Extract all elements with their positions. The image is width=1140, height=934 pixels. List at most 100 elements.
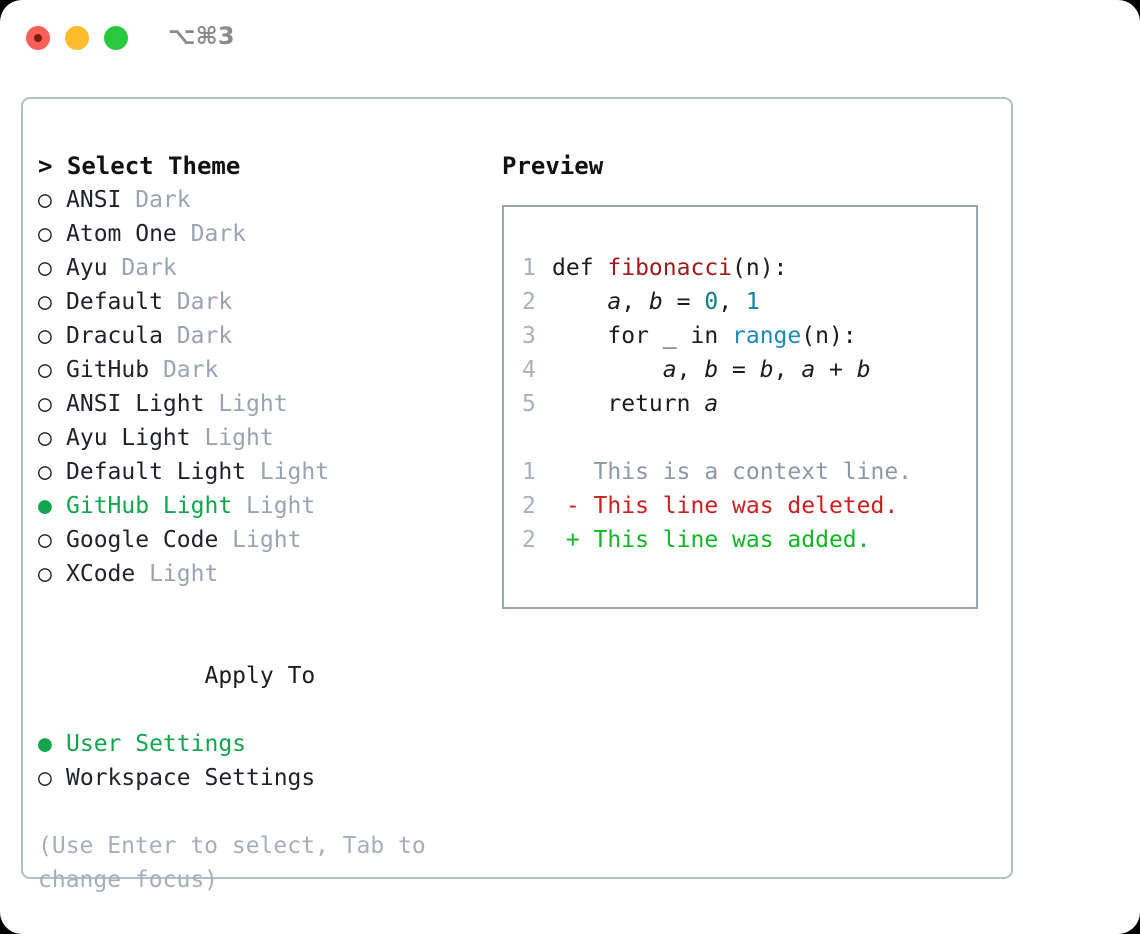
code-line-number: 2 bbox=[522, 289, 536, 315]
code-token: return bbox=[552, 391, 705, 417]
code-token: , bbox=[718, 289, 746, 315]
radio-selected-icon: ● bbox=[38, 731, 52, 757]
theme-variant-label: Light bbox=[135, 561, 219, 587]
theme-variant-label: Dark bbox=[149, 357, 219, 383]
theme-list-item[interactable]: ○ XCode Light bbox=[38, 557, 478, 591]
close-button-icon[interactable] bbox=[26, 26, 50, 50]
radio-unselected-icon: ○ bbox=[38, 561, 52, 587]
code-token: a bbox=[607, 289, 622, 315]
radio-unselected-icon: ○ bbox=[38, 527, 52, 553]
radio-selected-icon: ● bbox=[38, 493, 52, 519]
radio-unselected-icon: ○ bbox=[38, 221, 52, 247]
theme-name: ANSI bbox=[66, 187, 122, 213]
code-token: (n): bbox=[801, 323, 857, 349]
theme-list-item[interactable]: ○ ANSI Light Light bbox=[38, 387, 478, 421]
radio-unselected-icon: ○ bbox=[38, 357, 52, 383]
theme-list-item[interactable]: ○ GitHub Dark bbox=[38, 353, 478, 387]
theme-name: Atom One bbox=[66, 221, 177, 247]
keyboard-hint-text: (Use Enter to select, Tab to change focu… bbox=[38, 833, 440, 893]
apply-to-option[interactable]: ○Workspace Settings bbox=[38, 761, 478, 795]
code-token: (n): bbox=[732, 255, 788, 281]
diff-line-number: 2 bbox=[522, 493, 536, 519]
code-line: 4 a, b = b, a + b bbox=[522, 353, 976, 387]
theme-variant-label: Dark bbox=[176, 221, 247, 247]
theme-list-item[interactable]: ○ Dracula Dark bbox=[38, 319, 478, 353]
theme-variant-label: Light bbox=[246, 459, 330, 485]
diff-line: 2 + This line was added. bbox=[522, 523, 976, 557]
theme-variant-label: Dark bbox=[121, 187, 191, 213]
radio-unselected-icon: ○ bbox=[38, 323, 52, 349]
theme-name: XCode bbox=[66, 561, 136, 587]
theme-variant-label: Light bbox=[204, 391, 288, 417]
preview-title: Preview bbox=[502, 152, 604, 180]
diff-line-number: 1 bbox=[522, 459, 536, 485]
code-token: a bbox=[704, 391, 719, 417]
radio-unselected-icon: ○ bbox=[38, 255, 52, 281]
code-line-number: 4 bbox=[522, 357, 536, 383]
theme-list-item[interactable]: ○ Default Light Light bbox=[38, 455, 478, 489]
window-controls bbox=[26, 26, 128, 50]
minimize-button-icon[interactable] bbox=[65, 26, 89, 50]
theme-variant-label: Light bbox=[190, 425, 274, 451]
theme-variant-label: Light bbox=[218, 527, 302, 553]
keyboard-shortcut-label: ⌥⌘3 bbox=[168, 22, 235, 50]
theme-list-item[interactable]: ○Default Dark bbox=[38, 285, 478, 319]
theme-list-item[interactable]: ● GitHub Light Light bbox=[38, 489, 478, 523]
code-token: + bbox=[815, 357, 857, 383]
theme-list[interactable]: ○ANSI Dark○Atom One Dark○Ayu Dark○Defaul… bbox=[38, 183, 478, 591]
theme-name: Google Code bbox=[66, 527, 219, 553]
code-token: def bbox=[552, 255, 608, 281]
select-theme-prompt: > Select Theme bbox=[38, 152, 241, 180]
diff-line: 1 This is a context line. bbox=[522, 455, 976, 489]
apply-to-list[interactable]: ●User Settings○Workspace Settings bbox=[38, 727, 478, 795]
code-line: 2 a, b = 0, 1 bbox=[522, 285, 976, 319]
code-token: b bbox=[759, 357, 774, 383]
diff-line-text: - This line was deleted. bbox=[552, 493, 899, 519]
theme-list-item[interactable]: ○Ayu Light Light bbox=[38, 421, 478, 455]
code-token: b bbox=[856, 357, 871, 383]
code-token bbox=[552, 357, 663, 383]
theme-list-item[interactable]: ○ Google Code Light bbox=[38, 523, 478, 557]
theme-list-item[interactable]: ○ ANSI Dark bbox=[38, 183, 478, 217]
code-diff-separator bbox=[522, 421, 976, 455]
code-token: = bbox=[718, 357, 760, 383]
apply-to-heading-indent bbox=[176, 659, 204, 693]
code-token: a bbox=[801, 357, 816, 383]
code-line: 3 for _ in range(n): bbox=[522, 319, 976, 353]
theme-name: Ayu bbox=[66, 255, 108, 281]
apply-to-heading: Apply To bbox=[38, 625, 478, 727]
theme-variant-label: Dark bbox=[162, 323, 233, 349]
theme-list-item[interactable]: ○Ayu Dark bbox=[38, 251, 478, 285]
theme-name: GitHub Light bbox=[66, 493, 233, 519]
theme-name: Dracula bbox=[66, 323, 163, 349]
theme-list-item[interactable]: ○ Atom One Dark bbox=[38, 217, 478, 251]
radio-unselected-icon: ○ bbox=[38, 187, 52, 213]
theme-variant-label: Dark bbox=[162, 289, 233, 315]
theme-name: GitHub bbox=[66, 357, 150, 383]
radio-unselected-icon: ○ bbox=[38, 391, 52, 417]
code-token: 0 bbox=[704, 289, 719, 315]
list-spacer bbox=[38, 591, 478, 625]
theme-name: Default Light bbox=[66, 459, 247, 485]
theme-variant-label: Light bbox=[232, 493, 316, 519]
code-token: , bbox=[621, 289, 649, 315]
code-line-number: 3 bbox=[522, 323, 536, 349]
code-line-number: 1 bbox=[522, 255, 536, 281]
code-token: , bbox=[773, 357, 802, 383]
diff-sample: 1 This is a context line. 2 - This line w… bbox=[522, 455, 976, 557]
diff-line-number: 2 bbox=[522, 527, 536, 553]
maximize-button-icon[interactable] bbox=[104, 26, 128, 50]
radio-unselected-icon: ○ bbox=[38, 425, 52, 451]
theme-name: ANSI Light bbox=[66, 391, 205, 417]
radio-unselected-icon: ○ bbox=[38, 459, 52, 485]
apply-to-option[interactable]: ●User Settings bbox=[38, 727, 478, 761]
apply-to-option-label: Workspace Settings bbox=[66, 765, 316, 791]
code-token: b bbox=[704, 357, 719, 383]
code-line: 5 return a bbox=[522, 387, 976, 421]
code-token: = bbox=[662, 289, 705, 315]
code-token: 1 bbox=[745, 289, 760, 315]
